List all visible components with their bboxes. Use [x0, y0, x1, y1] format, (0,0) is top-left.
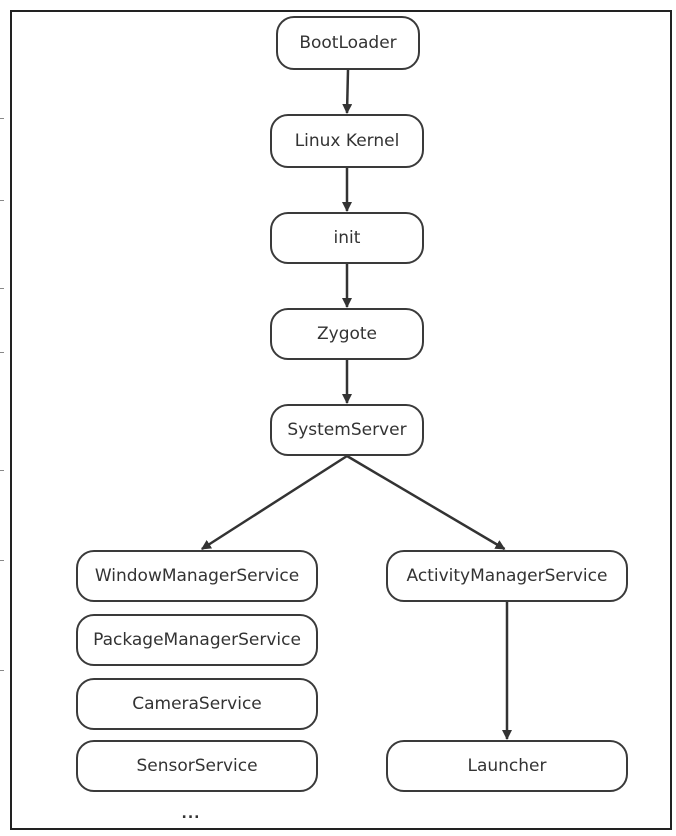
node-sensorservice: SensorService [76, 740, 318, 792]
edge-tick [0, 118, 4, 119]
node-activitymanagerservice: ActivityManagerService [386, 550, 628, 602]
node-windowmanagerservice: WindowManagerService [76, 550, 318, 602]
arrow-bootloader-to-linux-kernel [342, 69, 353, 114]
edge-tick [0, 670, 4, 671]
arrow-systemserver-to-windowmanagerservice [200, 454, 348, 551]
node-bootloader: BootLoader [276, 16, 420, 70]
edge-tick [0, 470, 4, 471]
more-services-ellipsis: ... [181, 806, 201, 822]
edge-tick [0, 288, 4, 289]
node-cameraservice: CameraService [76, 678, 318, 730]
arrow-systemserver-to-activitymanagerservice [346, 454, 506, 551]
node-packagemanagerservice: PackageManagerService [76, 614, 318, 666]
node-init: init [270, 212, 424, 264]
node-systemserver: SystemServer [270, 404, 424, 456]
edge-tick [0, 200, 4, 201]
edge-tick [0, 560, 4, 561]
node-launcher: Launcher [386, 740, 628, 792]
node-linux-kernel: Linux Kernel [270, 114, 424, 168]
edge-tick [0, 352, 4, 353]
node-zygote: Zygote [270, 308, 424, 360]
